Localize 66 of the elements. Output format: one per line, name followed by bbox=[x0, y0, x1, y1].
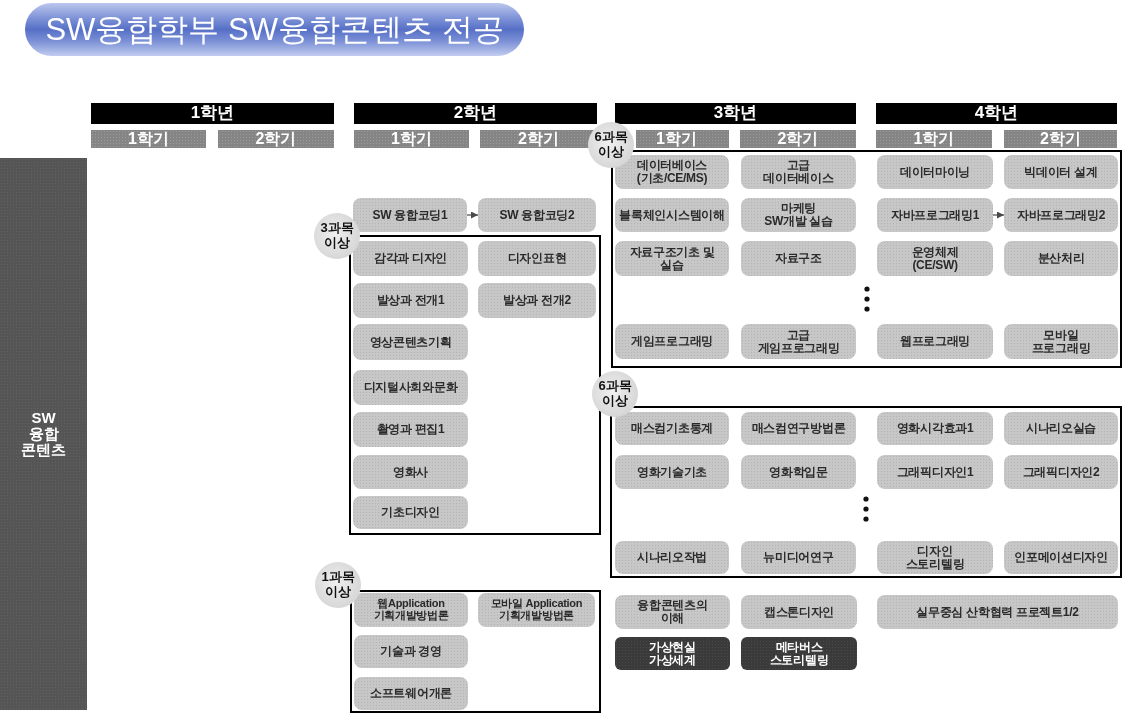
requirement-badge: 6과목 이상 bbox=[588, 122, 634, 168]
course-box: 인포메이션디자인 bbox=[1004, 541, 1118, 574]
course-box: 디자인표현 bbox=[478, 241, 596, 276]
year-header: 1학년 bbox=[91, 103, 334, 124]
course-box: 융합콘텐츠의 이해 bbox=[615, 595, 730, 629]
course-box: 자료구조 bbox=[741, 241, 856, 276]
semester-header: 1학기 bbox=[636, 130, 729, 148]
course-box: 웹Application 기획개발방법론 bbox=[354, 593, 468, 627]
course-box: 기술과 경영 bbox=[354, 635, 468, 668]
year-header: 2학년 bbox=[354, 103, 597, 124]
year-header: 4학년 bbox=[876, 103, 1117, 124]
semester-header: 1학기 bbox=[354, 130, 469, 148]
course-box: 발상과 전개1 bbox=[353, 283, 468, 318]
arrow bbox=[992, 211, 1005, 219]
course-box: 소프트웨어개론 bbox=[354, 677, 468, 710]
course-box: 영화사 bbox=[353, 455, 468, 489]
course-box: 촬영과 편집1 bbox=[353, 412, 468, 447]
course-box: 영화기술기초 bbox=[615, 455, 729, 489]
semester-header: 2학기 bbox=[740, 130, 856, 148]
course-box: 운영체제 (CE/SW) bbox=[877, 241, 993, 276]
course-box: SW 융합코딩2 bbox=[478, 198, 596, 232]
course-box: 감각과 디자인 bbox=[353, 241, 468, 276]
arrow bbox=[466, 211, 479, 219]
course-box: 모바일 Application 기획개발방법론 bbox=[478, 593, 595, 627]
course-box: 매스컴기초통계 bbox=[615, 412, 729, 445]
semester-header: 2학기 bbox=[218, 130, 334, 148]
course-box: 가상현실 가상세계 bbox=[615, 637, 730, 670]
course-box: 매스컴연구방법론 bbox=[741, 412, 856, 445]
course-box: 영상콘텐츠기획 bbox=[353, 324, 468, 360]
requirement-badge: 3과목 이상 bbox=[314, 213, 360, 259]
course-box: 시나리오작법 bbox=[615, 541, 729, 574]
requirement-badge: 1과목 이상 bbox=[315, 562, 361, 608]
course-box: 디지털사회와문화 bbox=[353, 370, 468, 405]
track-band: SW 융합 콘텐츠 bbox=[0, 158, 87, 710]
course-box: 뉴미디어연구 bbox=[741, 541, 856, 574]
course-box: 마케팅 SW개발 실습 bbox=[741, 198, 856, 232]
semester-header: 1학기 bbox=[876, 130, 992, 148]
semester-header: 1학기 bbox=[91, 130, 206, 148]
course-box: 웹프로그래밍 bbox=[877, 324, 993, 359]
course-box: 분산처리 bbox=[1004, 241, 1118, 276]
course-box: 영화학입문 bbox=[741, 455, 856, 489]
course-box: 실무중심 산학협력 프로젝트1/2 bbox=[877, 595, 1118, 629]
course-box: 그래픽디자인2 bbox=[1004, 455, 1118, 489]
course-box: 자료구조기초 및 실습 bbox=[615, 241, 729, 276]
course-box: SW 융합코딩1 bbox=[353, 198, 467, 232]
course-box: 고급 데이터베이스 bbox=[741, 155, 856, 189]
course-box: 시나리오실습 bbox=[1004, 412, 1118, 445]
title-banner: SW융합학부 SW융합콘텐츠 전공 bbox=[25, 3, 524, 56]
semester-header: 2학기 bbox=[1004, 130, 1117, 148]
course-box: 발상과 전개2 bbox=[478, 283, 596, 318]
course-box: 캡스톤디자인 bbox=[741, 595, 857, 629]
course-box: 그래픽디자인1 bbox=[877, 455, 993, 489]
course-box: 기초디자인 bbox=[353, 496, 468, 529]
course-box: 자바프로그래밍1 bbox=[877, 198, 993, 232]
course-box: 고급 게임프로그래밍 bbox=[741, 324, 856, 359]
course-box: 모바일 프로그래밍 bbox=[1004, 324, 1118, 359]
course-box: 빅데이터 설계 bbox=[1004, 155, 1118, 189]
course-box: 블록체인시스템이해 bbox=[615, 198, 729, 232]
course-box: 게임프로그래밍 bbox=[615, 324, 729, 359]
course-box: 메타버스 스토리텔링 bbox=[741, 637, 857, 670]
course-box: 데이터마이닝 bbox=[877, 155, 993, 189]
requirement-badge: 6과목 이상 bbox=[592, 371, 638, 417]
course-box: 자바프로그래밍2 bbox=[1004, 198, 1118, 232]
year-header: 3학년 bbox=[615, 103, 856, 124]
course-box: 영화시각효과1 bbox=[877, 412, 993, 445]
course-box: 디자인 스토리텔링 bbox=[877, 541, 993, 574]
